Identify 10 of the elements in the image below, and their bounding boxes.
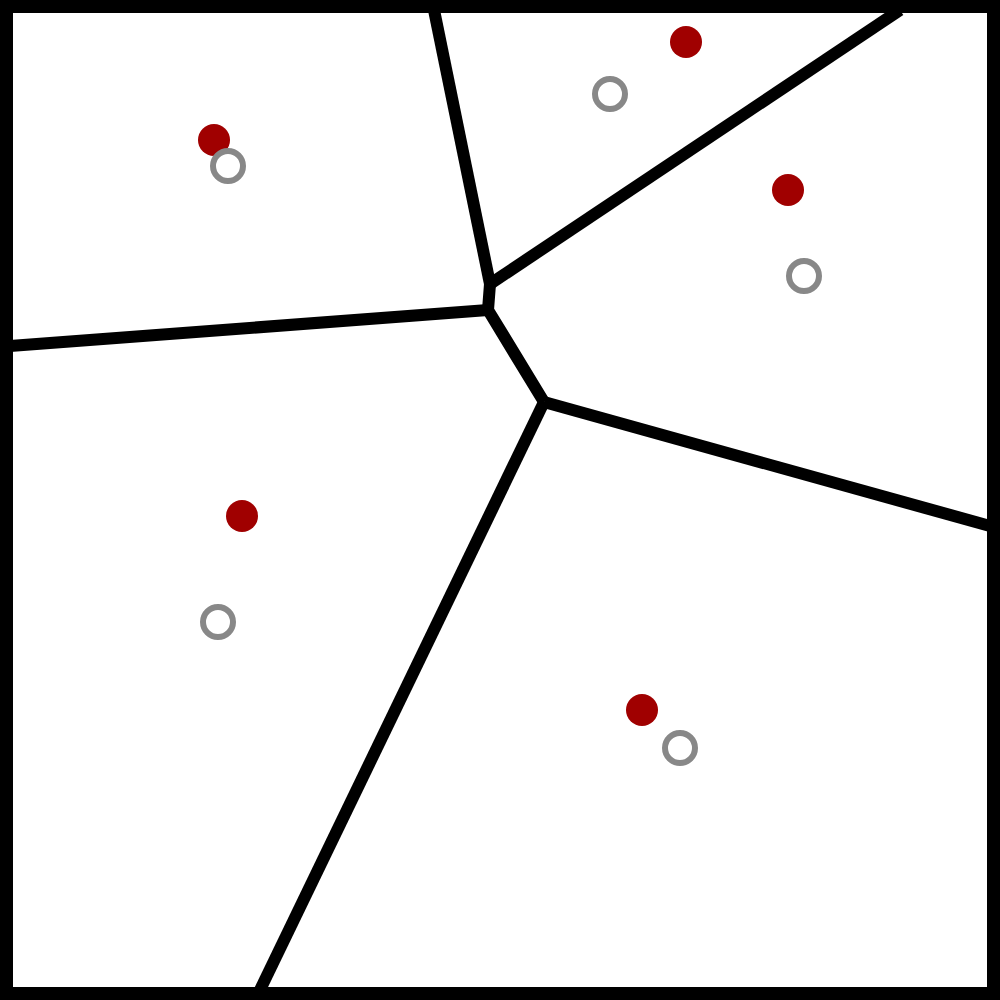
centroid-point: [200, 604, 236, 640]
site-point: [772, 174, 804, 206]
centroid-point: [786, 258, 822, 294]
centroid-point: [592, 76, 628, 112]
centroid-point: [210, 148, 246, 184]
site-point: [626, 694, 658, 726]
site-point: [198, 124, 230, 156]
site-point: [670, 26, 702, 58]
site-point: [226, 500, 258, 532]
centroid-point: [662, 730, 698, 766]
